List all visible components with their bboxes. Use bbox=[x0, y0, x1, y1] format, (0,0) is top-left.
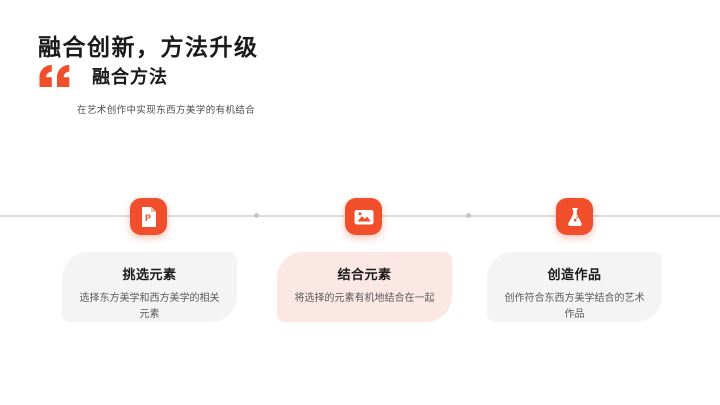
step-card-description: 创作符合东西方美学结合的艺术作品 bbox=[504, 293, 645, 320]
step-card-title: 挑选元素 bbox=[122, 267, 177, 282]
section-header: 融合方法 bbox=[38, 63, 168, 89]
timeline-dot bbox=[466, 213, 471, 218]
quote-icon bbox=[39, 65, 70, 87]
step-card-create: 创造作品 创作符合东西方美学结合的艺术作品 bbox=[487, 252, 662, 322]
timeline-dot bbox=[254, 213, 259, 218]
step-card-title: 创造作品 bbox=[547, 267, 602, 282]
document-p-icon: P bbox=[141, 206, 156, 227]
step-card-description: 将选择的元素有机地结合在一起 bbox=[294, 293, 435, 304]
step-card-description: 选择东方美学和西方美学的相关元素 bbox=[79, 293, 220, 320]
step-node-combine bbox=[345, 198, 382, 235]
section-subtitle: 在艺术创作中实现东西方美学的有机结合 bbox=[77, 105, 256, 116]
flask-icon bbox=[567, 207, 582, 226]
svg-text:P: P bbox=[144, 213, 150, 223]
step-node-create bbox=[556, 198, 593, 235]
step-card-combine: 结合元素 将选择的元素有机地结合在一起 bbox=[277, 252, 452, 322]
image-icon bbox=[354, 209, 373, 224]
slide-title: 融合创新，方法升级 bbox=[38, 34, 259, 60]
step-node-select: P bbox=[130, 198, 167, 235]
section-heading: 融合方法 bbox=[92, 67, 168, 87]
step-card-select: 挑选元素 选择东方美学和西方美学的相关元素 bbox=[62, 252, 237, 322]
step-card-title: 结合元素 bbox=[337, 267, 392, 282]
